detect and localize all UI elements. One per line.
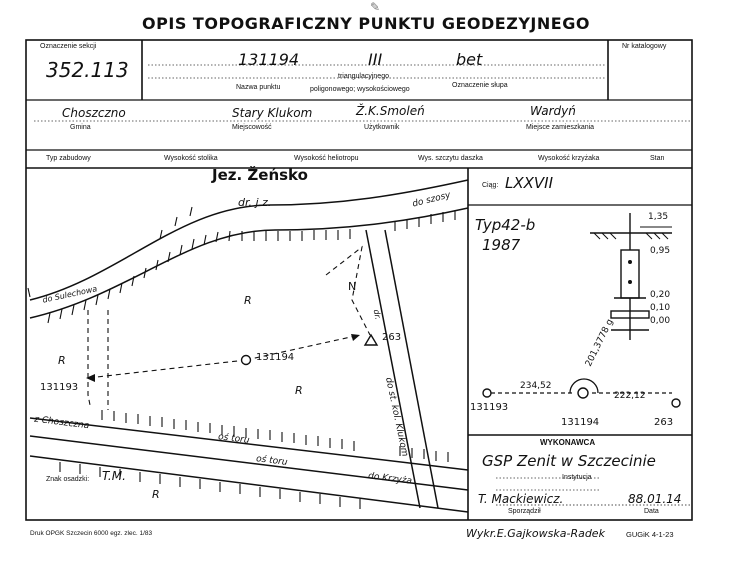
data-value: 88.01.14 <box>628 492 682 506</box>
sheet-id-value: 352.113 <box>46 58 129 82</box>
profile-dots <box>628 260 632 284</box>
label-miejscowosc: Miejscowość <box>232 124 272 131</box>
map-road-top-label: dr. j.z. <box>238 196 272 209</box>
footer-author: Wykr.E.Gajkowska-Radek <box>466 527 605 540</box>
pillar-profile <box>590 213 672 340</box>
label-wys-heliotropu: Wysokość heliotropu <box>294 155 359 162</box>
label-point-name: Nazwa punktu <box>236 84 281 91</box>
traverse-dist-left: 234,52 <box>520 381 552 391</box>
arrow-head-west <box>86 374 95 382</box>
traverse-point-mid <box>577 387 589 399</box>
map-point-131194-label: 131194 <box>256 352 295 363</box>
profile-010: 0,10 <box>650 303 671 313</box>
traverse-point-right <box>671 398 681 408</box>
stamp-mark: ✎ <box>370 0 381 14</box>
road-upper-edge <box>29 179 469 301</box>
form-title: OPIS TOPOGRAFICZNY PUNKTU GEODEZYJNEGO <box>142 14 590 33</box>
uzytkownik-value: Ž.K.Smoleń <box>356 104 425 118</box>
railway-line-2 <box>29 435 469 491</box>
map-point-263-label: 263 <box>382 332 402 343</box>
boundary-left-2 <box>87 310 91 406</box>
label-miejsce: Miejsce zamieszkania <box>526 124 595 131</box>
label-stan: Stan <box>650 155 665 162</box>
map-station-road-dr: dr. <box>371 308 383 321</box>
point-263-triangle <box>363 333 379 346</box>
traverse-right-label: 263 <box>654 417 674 428</box>
profile-000: 0,00 <box>650 316 671 326</box>
label-wys-stolika: Wysokość stolika <box>164 155 218 162</box>
road-lower-edge <box>29 207 469 319</box>
label-znak-osadzki: Znak osadzki: <box>46 476 90 483</box>
footer-code: GUGiK 4-1-23 <box>626 530 674 539</box>
label-wykonawca: WYKONAWCA <box>540 438 596 447</box>
sight-line-main <box>245 334 361 361</box>
traverse-dist-right: 222,12 <box>614 391 646 401</box>
map-point-131193-label: 131193 <box>40 382 79 393</box>
sight-line-left <box>87 359 247 379</box>
map-north-label: N <box>348 280 357 293</box>
profile-135: 1,35 <box>648 212 669 222</box>
label-data: Data <box>644 508 659 515</box>
map-field-r-3: R <box>295 384 303 397</box>
station-road-left <box>365 229 421 509</box>
profile-095: 0,95 <box>650 246 671 256</box>
pillar-mark-value: bet <box>456 50 483 69</box>
map-lake-label: Jez. Žeńsko <box>212 166 308 184</box>
form-frame <box>25 39 693 521</box>
arrow-head-east <box>351 334 360 341</box>
label-gmina: Gmina <box>70 124 91 131</box>
label-sporzadzil: Sporządził <box>508 508 541 515</box>
gmina-value: Choszczno <box>62 106 126 120</box>
ground-hatching <box>593 232 669 240</box>
label-pillar-mark: Oznaczenie słupa <box>452 82 508 89</box>
traverse-left-label: 131193 <box>470 402 509 413</box>
traverse-sketch <box>491 378 672 394</box>
label-typ-zabudowy: Typ zabudowy <box>46 155 91 162</box>
map-field-r-1: R <box>244 294 252 307</box>
ciag-value: LXXVII <box>505 174 554 192</box>
znak-osadzki-value: T.M. <box>102 469 126 483</box>
sporzadzil-value: T. Mackiewicz. <box>478 492 564 506</box>
label-ciag: Ciąg: <box>482 182 499 189</box>
wykonawca-value: GSP Zenit w Szczecinie <box>482 452 656 470</box>
label-instytucja: Instytucja <box>562 474 592 481</box>
label-sheet-id: Oznaczenie sekcji <box>40 43 97 50</box>
station-road-right <box>384 229 439 509</box>
traverse-point-left <box>482 388 492 398</box>
map-field-r-2: R <box>58 354 66 367</box>
point-131194-symbol <box>240 354 252 366</box>
map-field-r-4: R <box>152 488 160 501</box>
label-uzytkownik: Użytkownik <box>364 124 400 131</box>
miejsce-value: Wardyń <box>530 104 576 118</box>
point-number-value: 131194 <box>238 50 300 69</box>
railway-line-3 <box>29 455 469 513</box>
label-wys-daszka: Wys. szczytu daszka <box>418 155 483 162</box>
railway-line-1 <box>29 417 469 471</box>
boundary-north <box>325 245 371 336</box>
road-hatching <box>27 206 456 509</box>
profile-020: 0,20 <box>650 290 671 300</box>
traverse-mid-label: 131194 <box>561 417 600 428</box>
year-value: 1987 <box>482 236 521 254</box>
label-catalog-no: Nr katalogowy <box>622 43 667 50</box>
point-class-value: III <box>368 50 383 69</box>
label-poligonowego: poligonowego; wysokościowego <box>310 86 410 93</box>
label-wys-krzyzaka: Wysokość krzyżaka <box>538 155 600 162</box>
miejscowosc-value: Stary Klukom <box>232 106 313 120</box>
typ-value: Typ42-b <box>475 216 536 234</box>
footer-print-info: Druk OPGK Szczecin 6000 egz. zlec. 1/83 <box>30 530 153 537</box>
label-triangulacyjnego: triangulacyjnego <box>338 73 389 80</box>
